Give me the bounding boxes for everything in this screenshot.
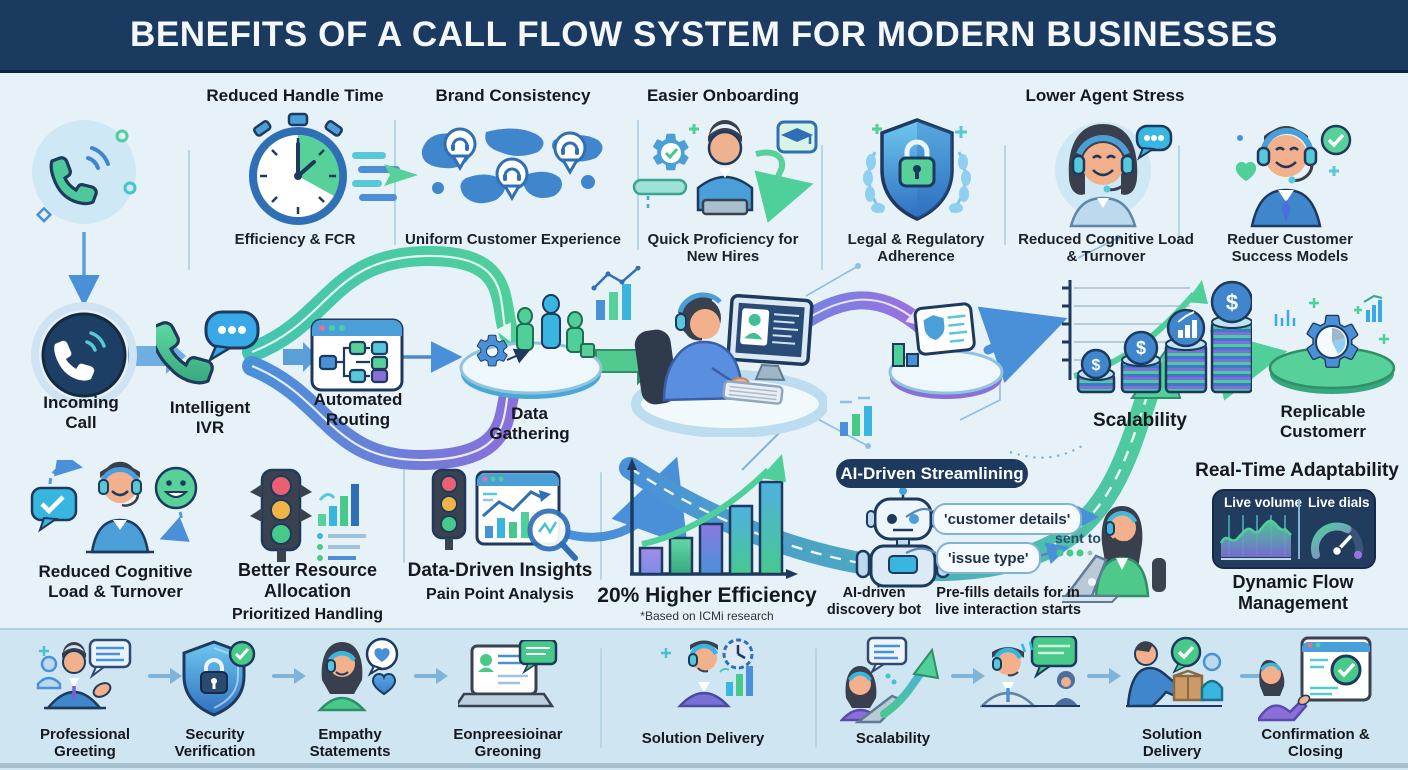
svg-text:$: $ — [1136, 338, 1146, 358]
flow-label-incoming-call: Incoming Call — [43, 393, 119, 432]
efficiency-chart-icon — [627, 454, 798, 579]
world-map-icon — [421, 127, 603, 204]
svg-text:$: $ — [1226, 290, 1238, 315]
onboarding-icon — [632, 120, 818, 223]
sent-dots — [1056, 549, 1093, 557]
ai-badge: AI-Driven Streamlining — [836, 459, 1028, 488]
benefit-title-onboarding: Easier Onboarding — [646, 86, 800, 105]
routing-window-icon — [310, 318, 404, 392]
benefit-title-handle-time: Reduced Handle Time — [206, 86, 384, 105]
ivr-icon — [156, 310, 260, 385]
female-agent-icon — [1055, 122, 1173, 228]
flow-label-replicable: Replicable Customerr — [1280, 402, 1366, 441]
empathy-icon — [317, 637, 399, 712]
bottom-edge — [0, 763, 1408, 768]
realtime-panel: Live volume Live dials — [1212, 489, 1376, 569]
bottom-label-3: Eonpreesioinar Greoning — [453, 726, 563, 761]
label-realtime-title: Real-Time Adaptability — [1195, 460, 1399, 481]
flow-label-scalability: Scalability — [1093, 410, 1187, 431]
arrow-right-icon — [1087, 668, 1121, 684]
live-dials-label: Live dials — [1308, 495, 1370, 510]
separator — [815, 648, 817, 748]
separator — [188, 150, 190, 270]
agent-computer-icon — [631, 292, 827, 437]
flow-label-ivr: Intelligent IVR — [169, 398, 251, 437]
male-agent-icon — [1235, 124, 1352, 228]
insights-icon — [431, 468, 578, 561]
laptop-greeting-icon — [458, 640, 558, 708]
svg-text:$: $ — [1092, 357, 1101, 374]
header-bar: BENEFITS OF A CALL FLOW SYSTEM FOR MODER… — [0, 0, 1408, 73]
arrow-right-icon — [414, 668, 448, 684]
mini-chart-icon — [591, 266, 641, 320]
replicable-gear-icon — [1268, 294, 1396, 394]
stopwatch-icon — [249, 112, 418, 225]
separator — [394, 120, 396, 245]
ai-bubble-1: 'customer details' — [932, 503, 1083, 535]
benefit-caption-legal: Legal & Regulatory Adherence — [847, 231, 985, 266]
bottom-label-5: Scalability — [855, 730, 931, 747]
separator — [1004, 145, 1006, 245]
live-dials-gauge — [1311, 522, 1363, 559]
flow-label-routing: Automated Routing — [313, 390, 403, 429]
benefit-title-brand: Brand Consistency — [435, 86, 591, 105]
benefit-title-agent-stress: Lower Agent Stress — [1025, 86, 1185, 105]
benefit-caption-success: Reduer Customer Success Models — [1227, 231, 1353, 266]
benefit-caption-onboarding: Quick Proficiency for New Hires — [647, 231, 799, 266]
benefit-caption-brand: Uniform Customer Experience — [405, 231, 621, 248]
confirmation-icon — [1258, 636, 1372, 722]
bottom-label-1: Security Verification — [174, 726, 256, 761]
separator — [403, 468, 405, 563]
label-ai-bot: AI-driven discovery bot — [826, 585, 922, 618]
shield-lock-icon — [863, 118, 971, 221]
resource-allocation-icon — [250, 468, 366, 562]
separator — [1178, 145, 1180, 245]
mini-bars-icon — [840, 396, 872, 436]
live-volume-chart — [1219, 515, 1292, 560]
bottom-label-4: Solution Delivery — [641, 730, 765, 747]
label-efficiency-sub: *Based on ICMi research — [640, 609, 774, 623]
sent-to-label: sent to — [1055, 530, 1101, 546]
separator — [600, 472, 602, 580]
label-cognitive: Reduced Cognitive Load & Turnover — [38, 562, 193, 601]
label-efficiency-title: 20% Higher Efficiency — [597, 584, 817, 607]
benefit-caption-cognitive: Reduced Cognitive Load & Turnover — [1018, 231, 1194, 266]
delivery1-icon — [661, 638, 754, 708]
monitor-platform-icon — [888, 302, 1004, 399]
benefit-caption-handle-time: Efficiency & FCR — [234, 231, 356, 248]
bottom-label-0: Professional Greeting — [39, 726, 131, 761]
agent-chat-icon — [980, 636, 1080, 708]
cognitive-agent-icon — [30, 460, 198, 554]
label-ai-prefill: Pre-fills details for in live interactio… — [935, 585, 1081, 618]
live-volume-label: Live volume — [1224, 495, 1303, 510]
separator — [821, 145, 823, 270]
scalability-agent-icon — [840, 636, 940, 724]
label-resource-title: Better Resource Allocation — [237, 560, 378, 601]
label-resource-sub: Prioritized Handling — [231, 606, 384, 623]
panel-divider — [1298, 499, 1300, 559]
arrow-right-icon — [272, 668, 306, 684]
label-dynamic-flow: Dynamic Flow Management — [1232, 572, 1354, 613]
page-title: BENEFITS OF A CALL FLOW SYSTEM FOR MODER… — [129, 15, 1278, 54]
data-gathering-icon — [459, 294, 603, 399]
flow-label-data-gathering: Data Gathering — [489, 404, 570, 443]
greeting-icon — [36, 638, 132, 710]
bottom-label-8: Confirmation & Closing — [1261, 726, 1370, 761]
label-insights-title: Data-Driven Insights — [407, 560, 593, 581]
arrow-right-icon — [951, 668, 985, 684]
ai-agent-icon — [1062, 506, 1166, 603]
bottom-label-7: Solution Delivery — [1142, 726, 1202, 761]
delivery2-icon — [1126, 636, 1224, 708]
scalability-coins-icon: $ $ $ — [1062, 280, 1252, 394]
separator — [600, 648, 602, 748]
label-insights-sub: Pain Point Analysis — [426, 586, 574, 603]
arrow-right-icon — [148, 668, 182, 684]
security-icon — [182, 640, 256, 717]
robot-icon — [855, 487, 951, 588]
incoming-phone-icon — [32, 120, 137, 224]
bottom-label-2: Empathy Statements — [309, 726, 391, 761]
ai-bubble-2: 'issue type' — [936, 542, 1041, 574]
